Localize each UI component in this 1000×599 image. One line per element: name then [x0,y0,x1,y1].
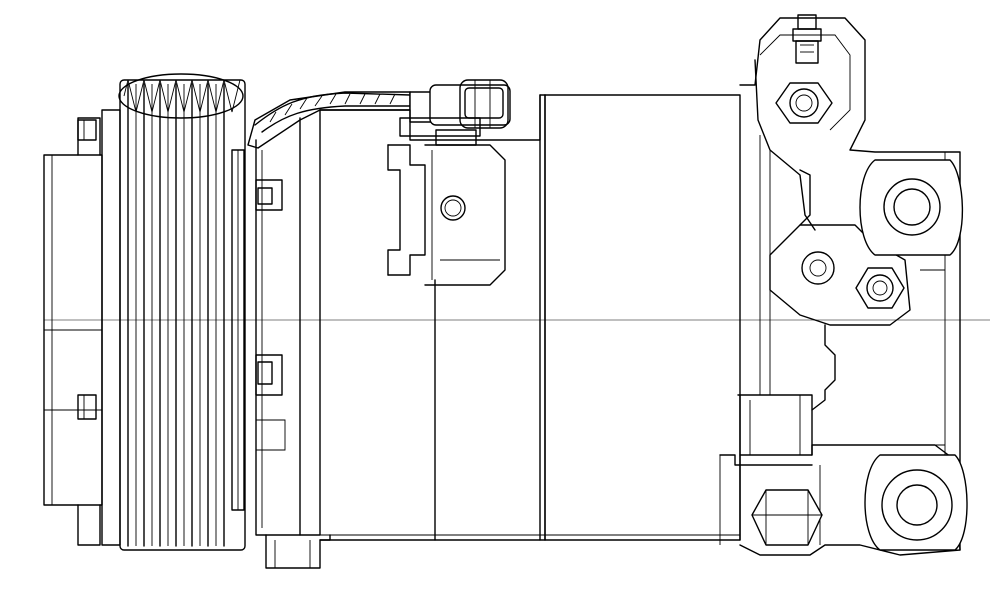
clutch-pulley [101,73,246,551]
pulley-grooves [127,83,225,547]
upper-bolt-nut [775,82,833,124]
compressor-body [319,94,741,541]
pulley-rib-profile [123,79,241,113]
clutch-hub-plate [43,117,103,546]
mounting-bracket [719,17,961,556]
wiring-harness [254,92,411,133]
valve-housing [387,144,506,286]
bracket-nut [855,267,905,309]
electrical-connector [399,79,511,146]
upper-mounting-ear [859,159,964,256]
bracket-stud [801,251,835,285]
front-housing [247,91,411,569]
service-port-fitting [792,14,822,64]
mounting-bolt [751,489,823,546]
lower-mounting-ear [864,454,968,551]
